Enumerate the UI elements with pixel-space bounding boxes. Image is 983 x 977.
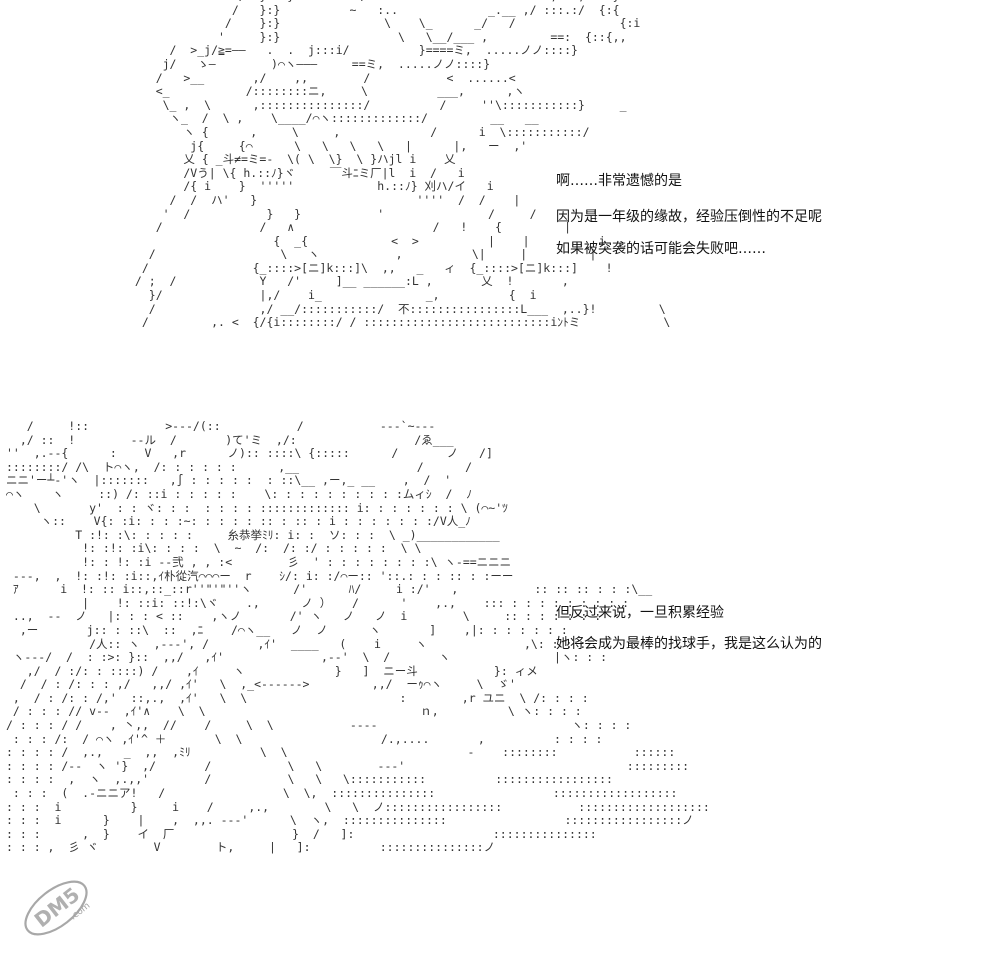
dialogue-block-1: 啊……非常遗憾的是 因为是一年级的缘故，经验压倒性的不足呢 如果被突袭的话可能会… — [556, 172, 822, 259]
dialogue-line: 但反过来说，一旦积累经验 — [556, 605, 724, 621]
dialogue-line: 啊……非常遗憾的是 — [556, 173, 682, 189]
dialogue-line: 如果被突袭的话可能会失败吧…… — [556, 241, 766, 257]
ascii-art-top: / }:::} \ ''::. ' ' , ,=:::} / }:} ~ :..… — [134, 0, 671, 330]
watermark-text: DM5 — [30, 882, 85, 932]
ascii-art-bottom: / !:: >---/(:: / ---`~--- ,/ :: ! --ル / … — [6, 419, 710, 855]
watermark-logo: DM5 .com — [24, 880, 92, 936]
dialogue-block-2: 但反过来说，一旦积累经验 她将会成为最棒的找球手，我是这么认为的 — [556, 604, 822, 654]
dialogue-line: 因为是一年级的缘故，经验压倒性的不足呢 — [556, 209, 822, 225]
dialogue-line: 她将会成为最棒的找球手，我是这么认为的 — [556, 636, 822, 652]
